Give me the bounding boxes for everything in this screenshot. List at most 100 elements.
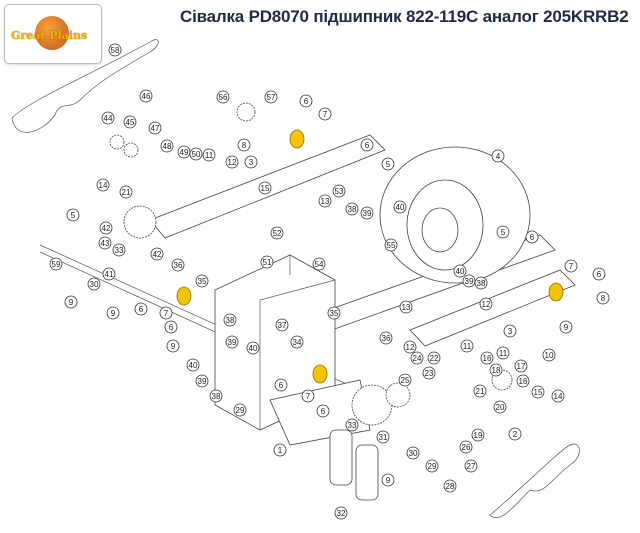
callout-circle bbox=[108, 43, 122, 57]
callout-circle bbox=[471, 428, 485, 442]
callout-circle bbox=[301, 389, 315, 403]
callout-14: 14 bbox=[96, 178, 110, 192]
callout-25: 25 bbox=[398, 373, 412, 387]
callout-number: 23 bbox=[425, 369, 434, 378]
callout-number: 42 bbox=[102, 224, 111, 233]
callout-15: 15 bbox=[258, 181, 272, 195]
callout-number: 51 bbox=[263, 258, 272, 267]
callout-circle bbox=[345, 202, 359, 216]
callout-8: 8 bbox=[237, 138, 251, 152]
gearbox-edge bbox=[259, 255, 336, 430]
callout-circle bbox=[489, 363, 503, 377]
callout-circle bbox=[514, 359, 528, 373]
callout-number: 31 bbox=[379, 433, 388, 442]
callout-number: 12 bbox=[228, 158, 237, 167]
callout-number: 29 bbox=[428, 462, 437, 471]
callout-38: 38 bbox=[345, 202, 359, 216]
callout-circle bbox=[166, 339, 180, 353]
callout-16: 16 bbox=[480, 351, 494, 365]
callout-3: 3 bbox=[244, 155, 258, 169]
callout-6: 6 bbox=[274, 378, 288, 392]
callout-7: 7 bbox=[301, 389, 315, 403]
callout-8: 8 bbox=[596, 291, 610, 305]
callout-circle bbox=[379, 331, 393, 345]
callout-number: 6 bbox=[304, 97, 309, 106]
callout-29: 29 bbox=[233, 403, 247, 417]
callout-number: 42 bbox=[153, 250, 162, 259]
callout-circle bbox=[443, 479, 457, 493]
callout-9: 9 bbox=[559, 320, 573, 334]
callout-circle bbox=[237, 138, 251, 152]
callout-14: 14 bbox=[551, 389, 565, 403]
brand-logo: Great Plains bbox=[4, 4, 102, 64]
callout-circle bbox=[273, 443, 287, 457]
callout-number: 3 bbox=[249, 158, 254, 167]
callout-number: 6 bbox=[530, 233, 535, 242]
callout-number: 39 bbox=[363, 209, 372, 218]
callout-number: 12 bbox=[406, 343, 415, 352]
callout-number: 40 bbox=[396, 203, 405, 212]
logo-text: Great Plains bbox=[11, 29, 88, 42]
callout-36: 36 bbox=[379, 331, 393, 345]
callout-circle bbox=[318, 107, 332, 121]
callout-number: 9 bbox=[386, 476, 391, 485]
callout-number: 49 bbox=[180, 148, 189, 157]
callout-circle bbox=[399, 300, 413, 314]
callout-circle bbox=[473, 384, 487, 398]
callout-circle bbox=[459, 440, 473, 454]
callout-circle bbox=[493, 400, 507, 414]
callout-circle bbox=[318, 194, 332, 208]
callout-13: 13 bbox=[399, 300, 413, 314]
callout-5: 5 bbox=[381, 157, 395, 171]
callout-11: 11 bbox=[496, 346, 510, 360]
callout-13: 13 bbox=[318, 194, 332, 208]
callout-40: 40 bbox=[246, 341, 260, 355]
callout-number: 15 bbox=[261, 184, 270, 193]
callout-number: 27 bbox=[467, 462, 476, 471]
callout-number: 37 bbox=[278, 321, 287, 330]
callout-22: 22 bbox=[427, 351, 441, 365]
callout-number: 11 bbox=[499, 349, 508, 358]
callout-54: 54 bbox=[312, 257, 326, 271]
callout-circle bbox=[290, 335, 304, 349]
callout-number: 6 bbox=[365, 141, 370, 150]
callout-circle bbox=[332, 184, 346, 198]
callout-number: 39 bbox=[228, 338, 237, 347]
callout-circle bbox=[134, 302, 148, 316]
callout-circle bbox=[202, 148, 216, 162]
callout-55: 55 bbox=[384, 238, 398, 252]
callout-38: 38 bbox=[223, 313, 237, 327]
callout-number: 7 bbox=[569, 262, 574, 271]
logo-sun-icon bbox=[35, 16, 69, 50]
callout-circle bbox=[148, 121, 162, 135]
callout-circle bbox=[398, 373, 412, 387]
callout-49: 49 bbox=[177, 145, 191, 159]
callout-circle bbox=[360, 206, 374, 220]
callout-circle bbox=[464, 459, 478, 473]
callout-40: 40 bbox=[186, 358, 200, 372]
callout-circle bbox=[542, 348, 556, 362]
bearing-7-right bbox=[548, 282, 564, 302]
callout-number: 28 bbox=[446, 482, 455, 491]
callout-number: 19 bbox=[474, 431, 483, 440]
callout-39: 39 bbox=[360, 206, 374, 220]
callout-circle bbox=[150, 247, 164, 261]
callout-number: 17 bbox=[517, 362, 526, 371]
callout-9: 9 bbox=[64, 295, 78, 309]
callout-circle bbox=[316, 404, 330, 418]
callout-number: 12 bbox=[482, 300, 491, 309]
callout-number: 36 bbox=[382, 334, 391, 343]
callout-15: 15 bbox=[531, 385, 545, 399]
callout-circle bbox=[66, 208, 80, 222]
callout-48: 48 bbox=[160, 139, 174, 153]
callout-11: 11 bbox=[460, 339, 474, 353]
callout-number: 1 bbox=[278, 446, 283, 455]
callout-42: 42 bbox=[99, 221, 113, 235]
callout-number: 6 bbox=[597, 270, 602, 279]
callout-46: 46 bbox=[139, 89, 153, 103]
callout-30: 30 bbox=[406, 446, 420, 460]
callout-number: 48 bbox=[163, 142, 172, 151]
callout-35: 35 bbox=[327, 306, 341, 320]
callout-circle bbox=[258, 181, 272, 195]
